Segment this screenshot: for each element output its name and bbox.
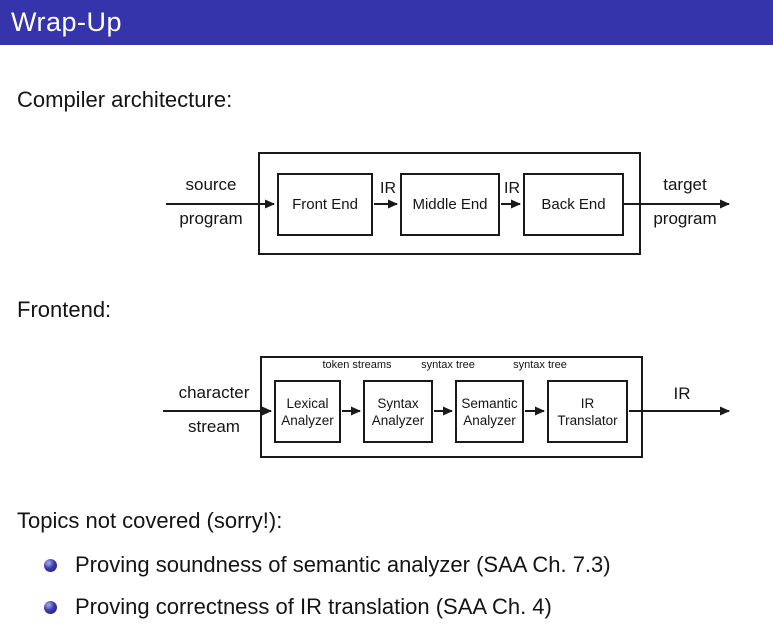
middle-end-label: Middle End bbox=[412, 195, 488, 213]
frontend-diagram-arrows bbox=[163, 406, 730, 416]
token-streams-label: token streams bbox=[322, 359, 392, 371]
syntax-analyzer-label-line2: Analyzer bbox=[371, 412, 425, 428]
syntax-tree-label-1: syntax tree bbox=[421, 359, 475, 371]
semantic-analyzer-label-line2: Analyzer bbox=[463, 412, 516, 428]
front-end-label: Front End bbox=[292, 195, 358, 213]
syntax-tree-label-2: syntax tree bbox=[513, 359, 567, 371]
compiler-diagram-arrows bbox=[166, 199, 730, 209]
target-label: target bbox=[663, 175, 707, 194]
compiler-architecture-diagram: Front End Middle End Back End source pro… bbox=[0, 145, 773, 277]
ir-label-2: IR bbox=[504, 180, 520, 197]
lexical-analyzer-label-line1: Lexical bbox=[286, 395, 329, 411]
frontend-heading: Frontend: bbox=[17, 297, 112, 322]
semantic-analyzer-label-line1: Semantic bbox=[461, 395, 518, 411]
frontend-diagram: token streams syntax tree syntax tree Le… bbox=[0, 350, 773, 475]
stream-label: stream bbox=[188, 417, 240, 436]
topics-not-covered-heading: Topics not covered (sorry!): bbox=[17, 508, 283, 533]
bullet-ball-icon bbox=[44, 559, 57, 572]
bullet-2-text: Proving correctness of IR translation (S… bbox=[75, 594, 552, 619]
front-end-box: Front End bbox=[277, 173, 373, 236]
middle-end-box: Middle End bbox=[400, 173, 500, 236]
character-label: character bbox=[178, 383, 250, 402]
bullet-1-text: Proving soundness of semantic analyzer (… bbox=[75, 552, 611, 577]
syntax-analyzer-label-line1: Syntax bbox=[377, 395, 419, 411]
bullet-item-2: Proving correctness of IR translation (S… bbox=[44, 593, 552, 621]
slide-title-bar: Wrap-Up bbox=[0, 0, 773, 45]
bullet-item-1: Proving soundness of semantic analyzer (… bbox=[44, 551, 611, 579]
slide-title: Wrap-Up bbox=[11, 7, 123, 37]
semantic-analyzer-box: Semantic Analyzer bbox=[455, 380, 524, 443]
compiler-architecture-heading: Compiler architecture: bbox=[17, 87, 233, 112]
lexical-analyzer-box: Lexical Analyzer bbox=[274, 380, 341, 443]
ir-translator-label-line1: IR bbox=[580, 395, 595, 411]
syntax-analyzer-box: Syntax Analyzer bbox=[363, 380, 433, 443]
frontend-outer-box bbox=[260, 356, 643, 458]
source-program-label: program bbox=[179, 209, 243, 228]
source-label: source bbox=[185, 175, 237, 194]
compiler-outer-box bbox=[258, 152, 641, 255]
back-end-label: Back End bbox=[541, 195, 606, 213]
lexical-analyzer-label-line2: Analyzer bbox=[281, 412, 334, 428]
ir-translator-box: IR Translator bbox=[547, 380, 628, 443]
ir-label-1: IR bbox=[380, 180, 396, 197]
ir-output-label: IR bbox=[673, 384, 691, 403]
target-program-label: program bbox=[653, 209, 717, 228]
back-end-box: Back End bbox=[523, 173, 624, 236]
bullet-ball-icon bbox=[44, 601, 57, 614]
ir-translator-label-line2: Translator bbox=[557, 412, 618, 428]
